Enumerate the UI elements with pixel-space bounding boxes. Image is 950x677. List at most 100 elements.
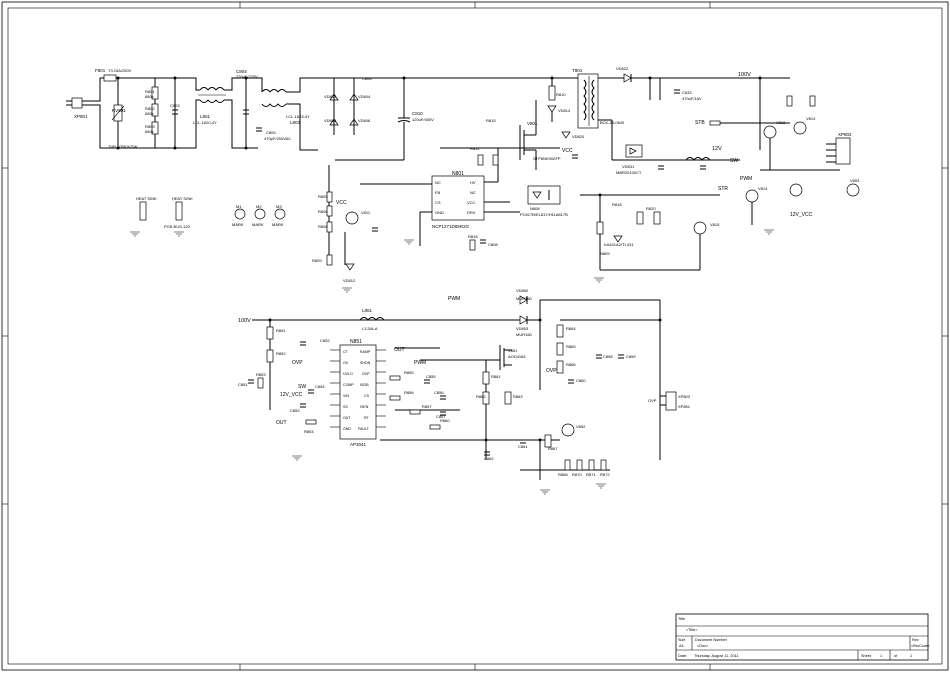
n851-pin-ct: CT bbox=[343, 350, 349, 354]
label-r857: R857 bbox=[422, 404, 432, 409]
label-m3: M3 bbox=[276, 204, 282, 209]
n851-pin-ov: OV bbox=[343, 361, 349, 365]
startup-circuit: R805 R806 R808 R809 VCC V811 VD812 bbox=[312, 165, 378, 283]
label-pwm-on: PWM bbox=[740, 176, 752, 182]
date-label: Date: bbox=[678, 654, 687, 658]
label-c854: C854 bbox=[315, 384, 325, 389]
n801-pin-cs: CS bbox=[435, 200, 441, 205]
label-rv801: RV801 bbox=[112, 108, 126, 113]
n851-pin-ramp: RAMP bbox=[360, 350, 371, 354]
rev-value: <RevCode> bbox=[911, 644, 930, 648]
n851-peripherals: R851 R852 C851 R853 C852 C853 C854 R854 … bbox=[238, 326, 450, 434]
label-c805-val: 470pF/250VAC bbox=[264, 136, 291, 141]
label-rail-12v: 12V bbox=[712, 146, 722, 152]
label-c855: C855 bbox=[426, 374, 436, 379]
label-pcb: PCB-BUS-120 bbox=[164, 224, 191, 229]
label-r867: R867 bbox=[548, 446, 558, 451]
label-v815: V815 bbox=[710, 222, 720, 227]
label-r802: R802 bbox=[145, 106, 155, 111]
n851-pin-ss: SS bbox=[343, 405, 348, 409]
label-c806: C806 bbox=[362, 76, 372, 81]
label-c859: C859 bbox=[626, 354, 636, 359]
n801-pin-nc-right: NC bbox=[470, 190, 476, 195]
label-c856: C856 bbox=[434, 390, 444, 395]
label-r805: R805 bbox=[318, 194, 328, 199]
label-r812: R812 bbox=[470, 146, 480, 151]
n851-pin-isob: ISOB bbox=[360, 383, 369, 387]
label-n809: N809 bbox=[600, 251, 610, 256]
n851-pin-out: OUT bbox=[343, 416, 351, 420]
label-c804: C804 bbox=[236, 69, 247, 74]
n851-pin-ovp: OVP bbox=[362, 372, 370, 376]
label-vd805: VD805 bbox=[324, 118, 337, 123]
transformer: T801 BCK-28-0640 bbox=[572, 68, 625, 129]
label-v801: V801 bbox=[527, 121, 538, 126]
label-vcc-2: VCC bbox=[562, 148, 573, 154]
label-sw-2: SW bbox=[298, 384, 306, 390]
led-output-caps: R864 R865 R866 C858 C859 C860 C861 C862 bbox=[484, 324, 636, 461]
label-r870: R870 bbox=[572, 472, 582, 477]
size-label: Size bbox=[678, 638, 685, 642]
n851-pin-cs: CS bbox=[364, 394, 370, 398]
hv-output-stage: VD822 C833 470uF/16V 100V bbox=[616, 66, 751, 101]
n851-pin-shdn: SHDN bbox=[360, 361, 371, 365]
label-ovp-1: OVP bbox=[292, 360, 303, 366]
label-vd853-val: MUR160 bbox=[516, 332, 533, 337]
led-connector: XP803 XP851 OVP bbox=[648, 391, 691, 411]
label-v851-val: AOD4184 bbox=[508, 354, 526, 359]
label-heatsink-1: HEAT SINK bbox=[136, 196, 157, 201]
label-r818: R818 bbox=[612, 202, 622, 207]
bulk-capacitor: C810 120uF/450V bbox=[397, 78, 434, 160]
n851-pin-vin: VIN bbox=[343, 394, 349, 398]
label-vd852-val: MUR160 bbox=[516, 296, 533, 301]
label-n801-part: NCP1271D65R2G bbox=[432, 224, 470, 229]
label-vcc-1: VCC bbox=[336, 200, 347, 206]
n851-net-labels: OVP SW 12V_VCC OUT OUT PWM OVP bbox=[276, 347, 557, 426]
n851-pin-rt: RT bbox=[364, 416, 370, 420]
label-vd822: VD822 bbox=[616, 66, 629, 71]
label-f801: F801 bbox=[95, 68, 106, 73]
label-l803: L803 bbox=[290, 120, 301, 125]
label-n809-val: KA431AZ/TL431 bbox=[604, 242, 634, 247]
standby-switch: STB V812 V813 V814 V815 PWM STR 12V_VCC bbox=[693, 95, 840, 270]
label-r803: R803 bbox=[145, 124, 155, 129]
label-sw-1: SW bbox=[730, 158, 738, 164]
label-v801-val: STP6NK90ZFP bbox=[533, 156, 561, 161]
label-m1: M1 bbox=[236, 204, 242, 209]
opto-coupler: N808 PC817B/EL817/H11A817B bbox=[520, 185, 568, 217]
label-xp803: XP803 bbox=[678, 394, 691, 399]
label-c803: C803 bbox=[170, 103, 180, 108]
label-t801: T801 bbox=[572, 68, 583, 73]
label-r851: R851 bbox=[276, 328, 286, 333]
output-connector-1: XP802 bbox=[826, 132, 852, 165]
label-n801: N801 bbox=[452, 171, 464, 177]
label-out-1: OUT bbox=[276, 420, 287, 426]
label-c862: C862 bbox=[484, 456, 494, 461]
n851-pin-fault: FAULT bbox=[358, 427, 370, 431]
feedback-shunt: KA431AZ/TL431 N809 R818 R820 bbox=[580, 194, 720, 271]
label-f801-val: T3.15A/250V bbox=[108, 68, 132, 73]
n851-pin-uvlo: UVLO bbox=[343, 372, 353, 376]
label-r808: R808 bbox=[318, 224, 328, 229]
label-c852: C852 bbox=[320, 338, 330, 343]
label-vd831: VD831 bbox=[622, 164, 635, 169]
label-vd803: VD803 bbox=[324, 94, 337, 99]
label-xp802: XP802 bbox=[838, 132, 852, 137]
label-v814: V814 bbox=[758, 186, 768, 191]
label-c833: C833 bbox=[682, 90, 692, 95]
driver-mosfet: V851 AOD4184 R861 R862 R863 bbox=[476, 345, 526, 405]
label-vd852: VD852 bbox=[516, 288, 529, 293]
label-n808: N808 bbox=[530, 206, 540, 211]
label-c853: C853 bbox=[290, 408, 300, 413]
junction-dots bbox=[116, 76, 762, 442]
label-vd814: VD814 bbox=[558, 108, 571, 113]
label-rv801-val: TVR 10561KSW bbox=[108, 144, 138, 149]
label-r801: R801 bbox=[145, 89, 155, 94]
label-v813: V813 bbox=[806, 116, 816, 121]
label-vd806: VD806 bbox=[358, 118, 371, 123]
label-c810-val: 120uF/450V bbox=[412, 117, 434, 122]
label-r871: R871 bbox=[586, 472, 596, 477]
label-l851: L851 bbox=[362, 308, 373, 313]
label-v853: V853 bbox=[850, 178, 860, 183]
label-xp851: XP851 bbox=[678, 404, 691, 409]
